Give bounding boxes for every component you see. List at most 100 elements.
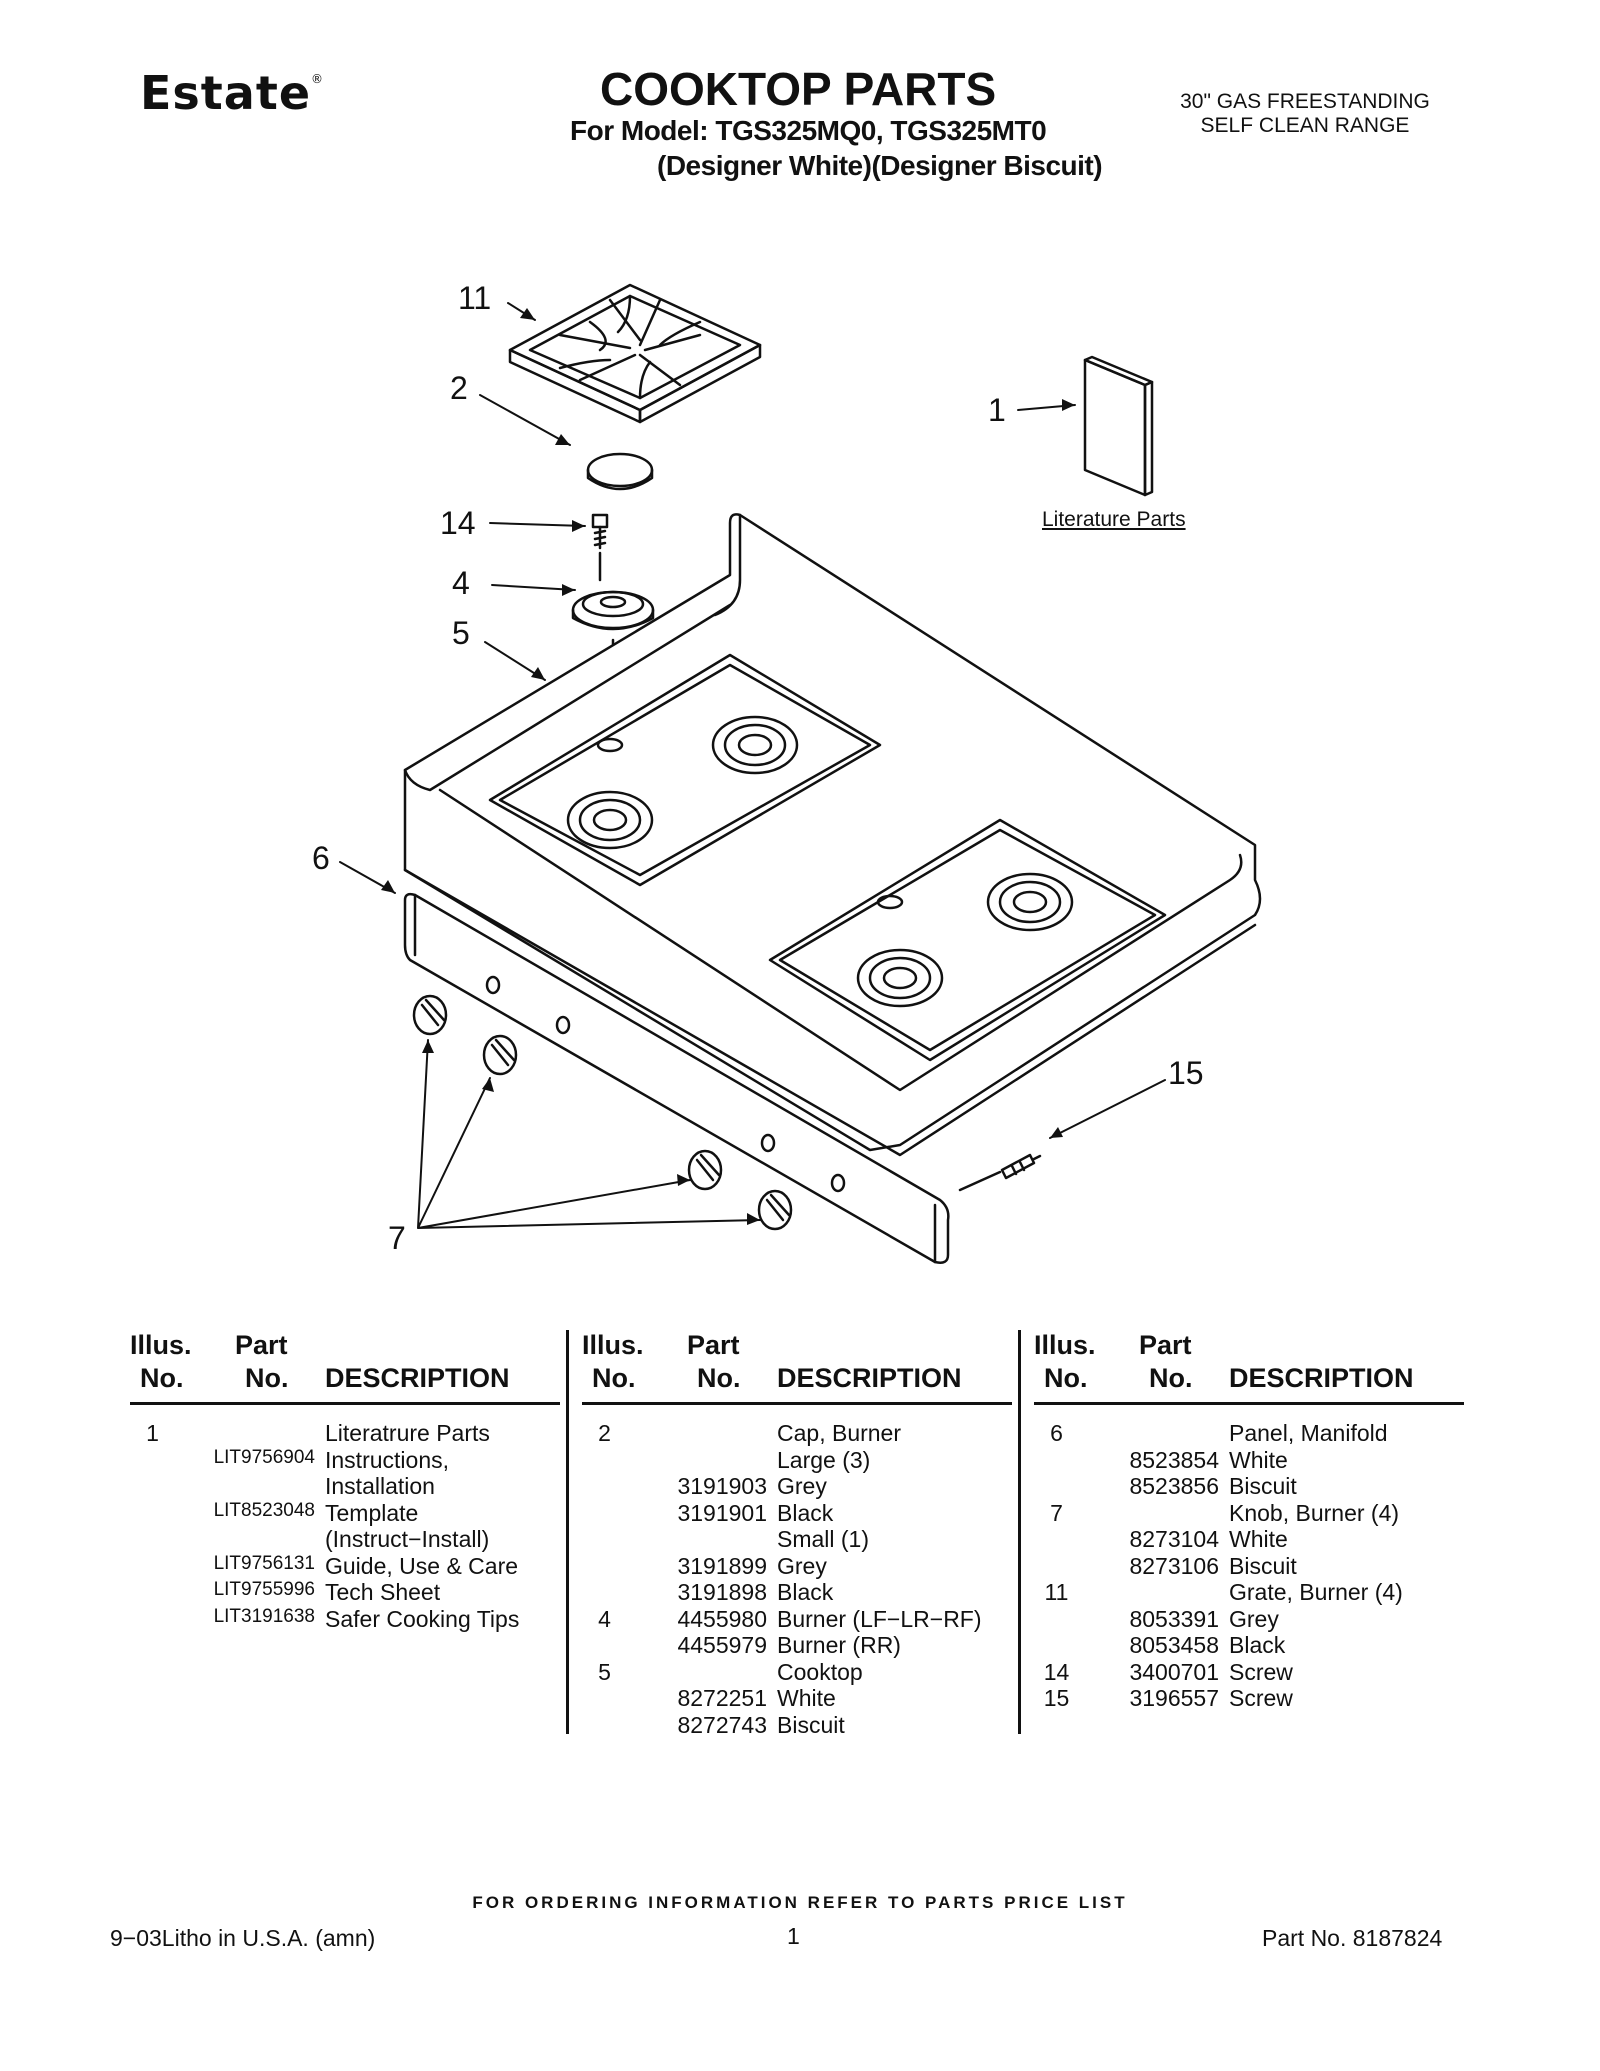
row-part-no: 4455979 — [677, 1632, 767, 1658]
column-divider — [566, 1330, 569, 1734]
cooktop-exploded-diagram — [339, 283, 1262, 1264]
row-description: Burner (LF−LR−RF) — [777, 1605, 982, 1632]
header-description: DESCRIPTION — [325, 1363, 510, 1393]
row-description: Safer Cooking Tips — [325, 1605, 520, 1632]
column-divider — [1018, 1330, 1021, 1734]
row-illus-no: 5 — [598, 1658, 611, 1685]
row-description: Black — [777, 1499, 834, 1526]
row-description: Instructions, — [325, 1446, 449, 1473]
row-description: Template — [325, 1499, 419, 1526]
registered-mark: ® — [311, 72, 325, 86]
screw-15-illustration — [958, 1153, 1042, 1192]
row-part-no: 3191901 — [677, 1499, 767, 1526]
row-part-no: 8523854 — [1129, 1446, 1219, 1473]
header-description: DESCRIPTION — [777, 1363, 962, 1393]
row-description: Screw — [1229, 1685, 1293, 1711]
callout-7: 7 — [388, 1220, 406, 1256]
callout-14: 14 — [440, 505, 476, 541]
row-description: Burner (RR) — [777, 1632, 901, 1658]
header-illus-no: No. — [592, 1363, 636, 1393]
row-illus-no: 14 — [1043, 1658, 1070, 1685]
row-description: Panel, Manifold — [1229, 1420, 1388, 1446]
header-part-no: No. — [1149, 1363, 1193, 1393]
parts-table-col-3: Illus. No. Part No. DESCRIPTION — [1034, 1330, 1464, 1405]
callout-4: 4 — [452, 565, 470, 601]
row-part-no: 8523856 — [1129, 1473, 1219, 1499]
row-description: Tech Sheet — [325, 1579, 441, 1605]
row-part-no: 3400701 — [1129, 1658, 1219, 1685]
brand-logo: Estate® — [140, 66, 325, 120]
row-description: Biscuit — [777, 1711, 845, 1738]
row-part-no: 8053391 — [1129, 1605, 1219, 1632]
header-part-no: No. — [697, 1363, 741, 1393]
row-description: White — [1229, 1526, 1288, 1552]
callout-2: 2 — [450, 370, 468, 406]
manifold-panel-illustration — [403, 892, 950, 1264]
callout-6: 6 — [312, 840, 330, 876]
row-illus-no: 2 — [598, 1420, 611, 1446]
table-header: Illus. No. Part No. DESCRIPTION — [130, 1330, 560, 1405]
row-description: Guide, Use & Care — [325, 1552, 519, 1579]
row-description: White — [1229, 1446, 1288, 1473]
row-description: Screw — [1229, 1658, 1293, 1685]
document-part-number: Part No. 8187824 — [1262, 1925, 1443, 1951]
literature-parts-illustration — [1083, 355, 1154, 497]
header-part: Part — [1139, 1330, 1192, 1360]
parts-table-col-2: Illus. No. Part No. DESCRIPTION — [582, 1330, 1012, 1405]
row-part-no: LIT3191638 — [213, 1605, 315, 1627]
row-illus-no: 1 — [146, 1420, 159, 1446]
table-header: Illus. No. Part No. DESCRIPTION — [1034, 1330, 1464, 1405]
row-description: (Instruct−Install) — [325, 1526, 490, 1552]
burner-cap-illustration — [586, 452, 654, 491]
header-illus: Illus. — [1034, 1330, 1096, 1360]
row-part-no: 8273106 — [1129, 1552, 1219, 1579]
header-part-no: No. — [245, 1363, 289, 1393]
row-illus-no: 4 — [598, 1605, 611, 1632]
row-illus-no: 7 — [1050, 1499, 1063, 1526]
model-line: For Model: TGS325MQ0, TGS325MT0 — [570, 115, 1047, 146]
header-illus: Illus. — [130, 1330, 192, 1360]
row-description: Grate, Burner (4) — [1229, 1579, 1403, 1605]
row-description: Large (3) — [777, 1446, 871, 1473]
header-description: DESCRIPTION — [1229, 1363, 1414, 1393]
parts-table-col-1: Illus. No. Part No. DESCRIPTION — [130, 1330, 560, 1405]
litho-info: 9−03Litho in U.S.A. (amn) — [110, 1925, 376, 1951]
row-description: Grey — [777, 1552, 827, 1579]
range-type-line-2: SELF CLEAN RANGE — [1200, 114, 1410, 137]
row-description: Biscuit — [1229, 1473, 1297, 1499]
row-description: Literatrure Parts — [325, 1420, 490, 1446]
row-part-no: LIT8523048 — [213, 1499, 315, 1521]
header-illus: Illus. — [582, 1330, 644, 1360]
screw-14-illustration — [591, 513, 609, 582]
page-number: 1 — [787, 1923, 800, 1949]
callout-1: 1 — [988, 392, 1006, 428]
range-type-line-1: 30" GAS FREESTANDING — [1180, 90, 1430, 113]
header-illus-no: No. — [140, 1363, 184, 1393]
row-part-no: 8273104 — [1129, 1526, 1219, 1552]
page-title: COOKTOP PARTS — [600, 63, 997, 115]
burner-knobs-illustration — [412, 994, 793, 1231]
callout-5: 5 — [452, 615, 470, 651]
row-description: Knob, Burner (4) — [1229, 1499, 1400, 1526]
row-description: White — [777, 1685, 836, 1711]
row-part-no: 3191903 — [677, 1473, 767, 1499]
row-description: Cooktop — [777, 1658, 863, 1685]
range-type: 30" GAS FREESTANDING SELF CLEAN RANGE — [1160, 90, 1450, 138]
row-part-no: LIT9755996 — [213, 1579, 315, 1600]
row-part-no: 8272251 — [677, 1685, 767, 1711]
row-description: Small (1) — [777, 1526, 870, 1552]
ordering-note: FOR ORDERING INFORMATION REFER TO PARTS … — [472, 1893, 1128, 1912]
cooktop-illustration — [403, 513, 1262, 1157]
table-header: Illus. No. Part No. DESCRIPTION — [582, 1330, 1012, 1405]
row-description: Biscuit — [1229, 1552, 1297, 1579]
row-description: Cap, Burner — [777, 1420, 902, 1446]
row-illus-no: 11 — [1044, 1579, 1069, 1605]
row-description: Installation — [325, 1473, 435, 1499]
row-description: Black — [1229, 1632, 1286, 1658]
row-description: Black — [777, 1579, 834, 1605]
literature-parts-label: Literature Parts — [1042, 508, 1186, 531]
row-part-no: 8272743 — [677, 1711, 767, 1738]
row-part-no: 3191898 — [677, 1579, 767, 1605]
row-description: Grey — [1229, 1605, 1279, 1632]
burner-grate-illustration — [508, 283, 762, 424]
